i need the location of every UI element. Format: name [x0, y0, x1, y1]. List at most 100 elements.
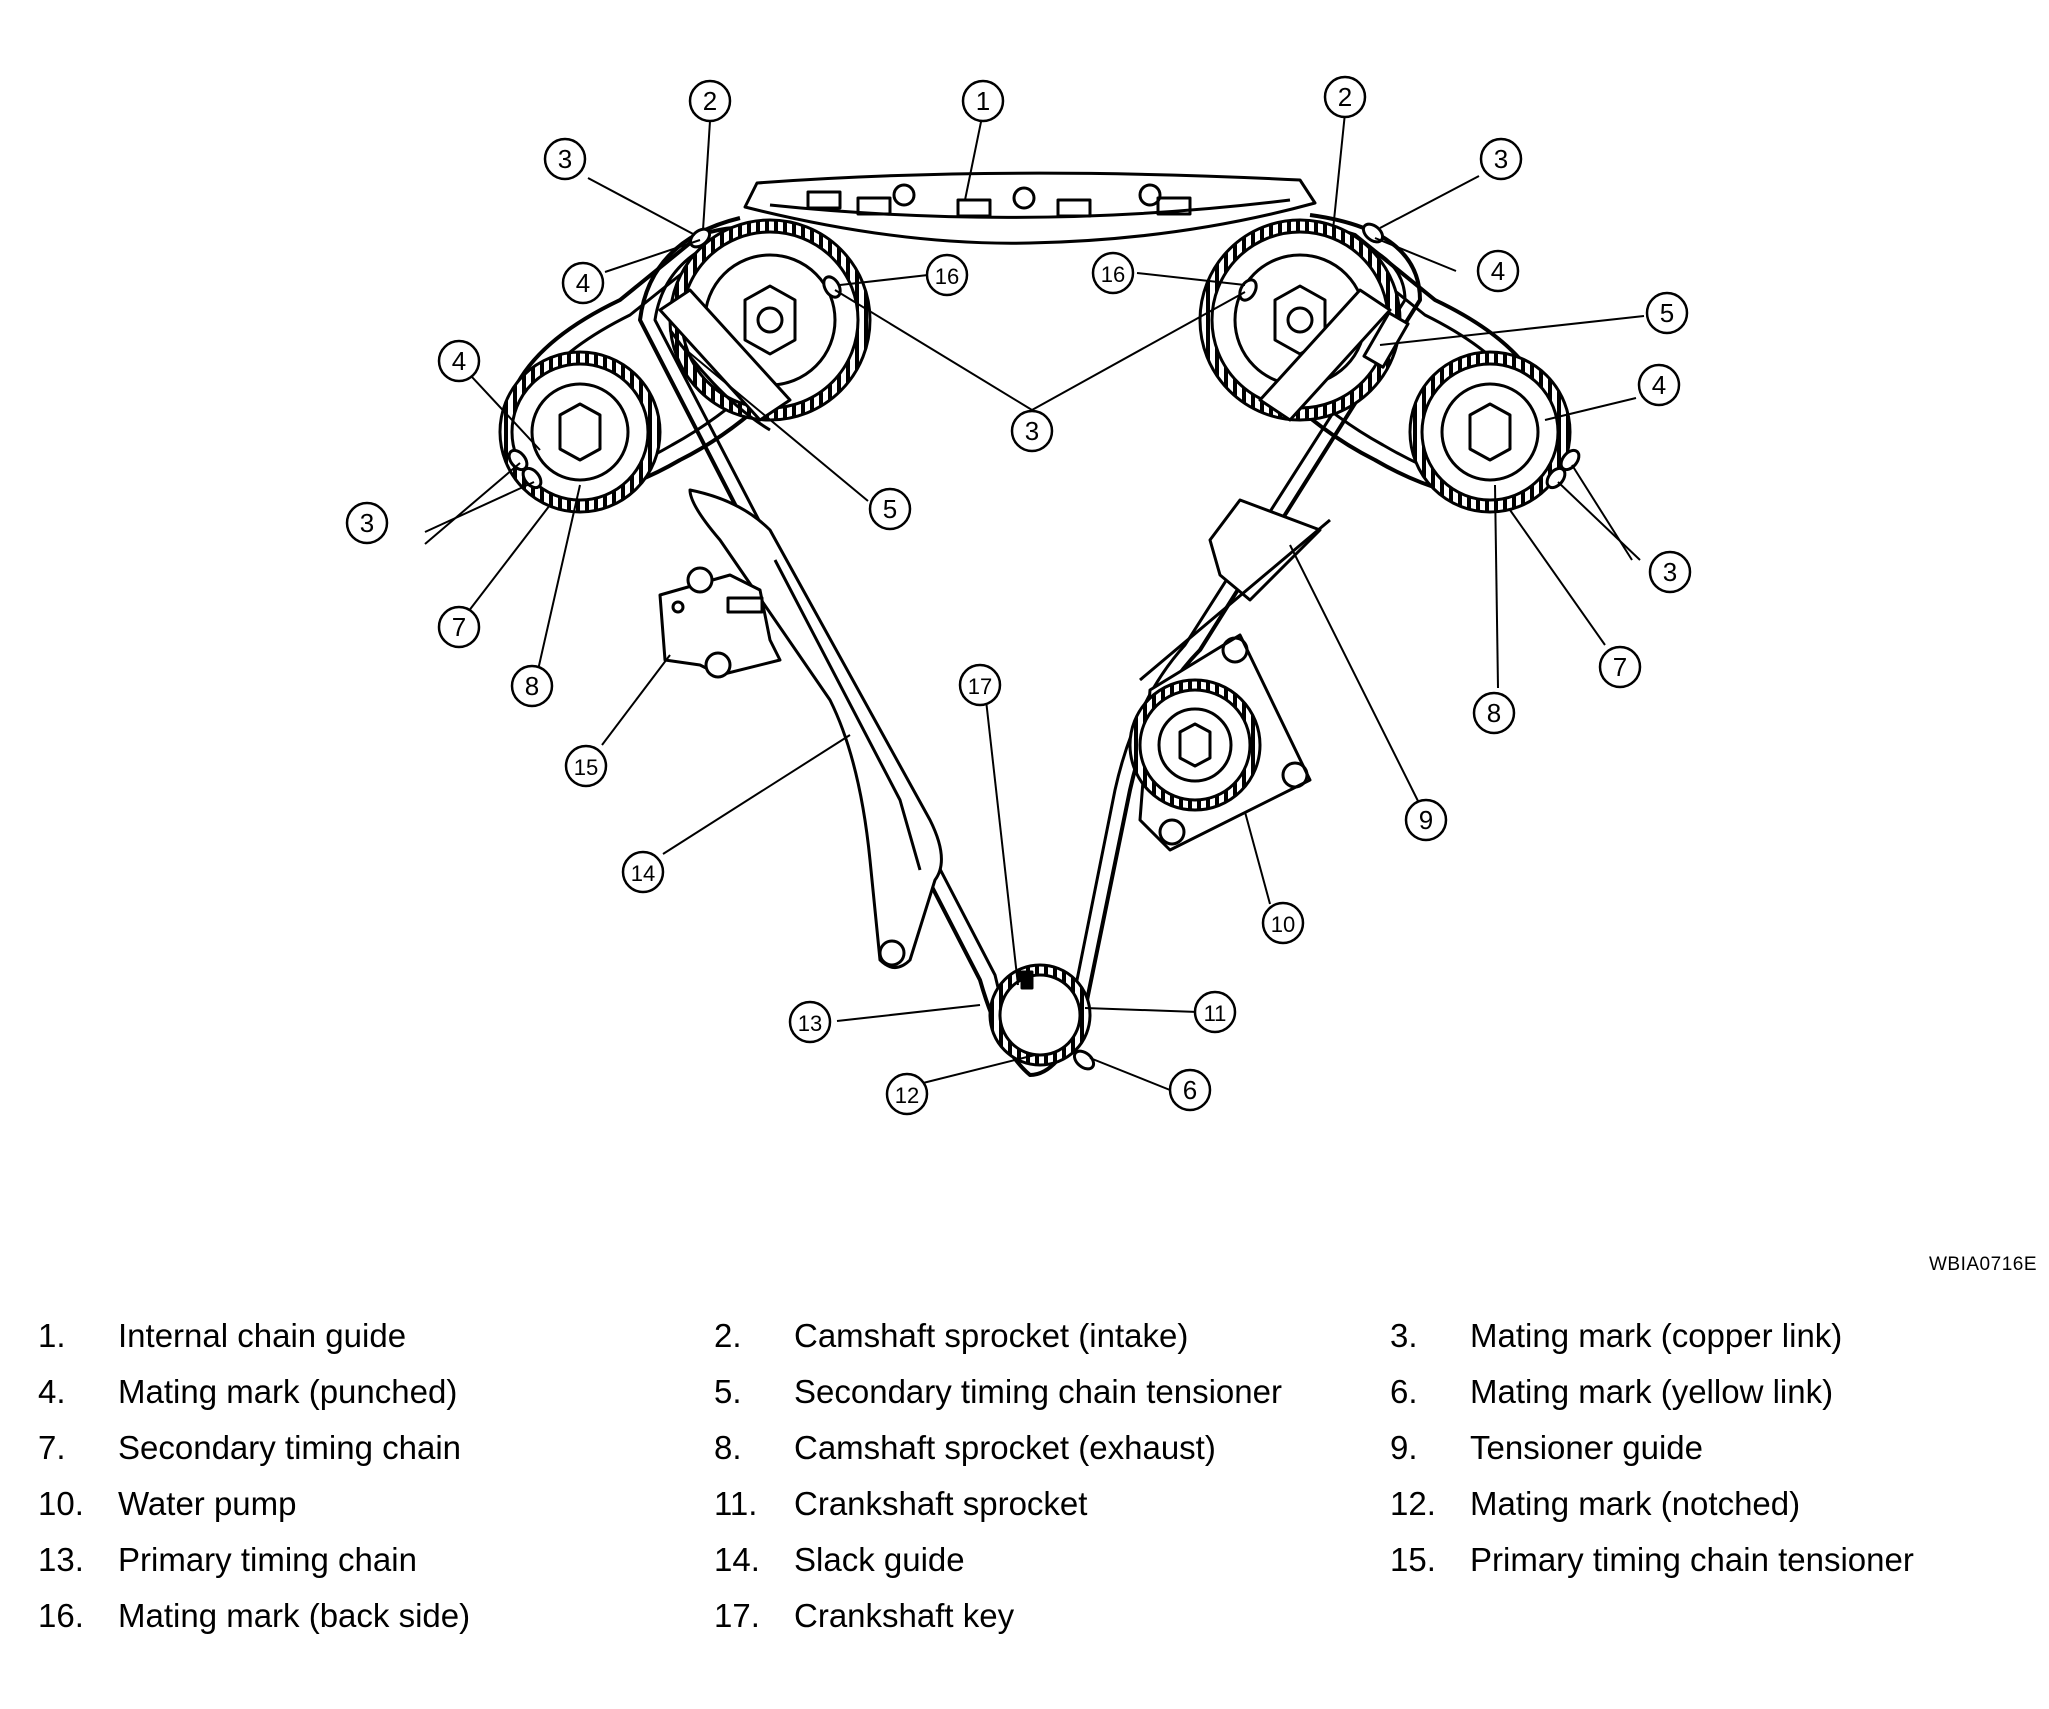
callout-number: 10: [1271, 912, 1295, 937]
callout-number: 5: [1660, 298, 1674, 328]
legend-text: Mating mark (back side): [118, 1597, 471, 1634]
callout-16: 16: [925, 253, 969, 297]
legend-text: Camshaft sprocket (exhaust): [794, 1429, 1216, 1466]
figure-code: WBIA0716E: [1929, 1254, 2037, 1275]
legend-number: 1.: [38, 1317, 66, 1354]
legend-number: 6.: [1390, 1373, 1418, 1410]
legend-text: Crankshaft key: [794, 1597, 1015, 1634]
callout-14: 14: [621, 850, 665, 894]
tensioner-guide: [1139, 498, 1331, 682]
callout-number: 14: [631, 861, 655, 886]
legend-text: Primary timing chain tensioner: [1470, 1541, 1914, 1578]
callout-number: 13: [798, 1011, 822, 1036]
legend-text: Water pump: [118, 1485, 297, 1522]
callout-number: 1: [976, 86, 990, 116]
legend-number: 15.: [1390, 1541, 1436, 1578]
callout-number: 3: [1494, 144, 1508, 174]
leader-lines: [424, 112, 1645, 1091]
callout-17: 17: [958, 663, 1002, 707]
callout-3: 3: [543, 137, 587, 181]
legend-text: Mating mark (punched): [118, 1373, 458, 1410]
callout-number: 11: [1204, 1001, 1227, 1026]
crankshaft-sprocket: [988, 963, 1092, 1067]
callout-number: 8: [525, 671, 539, 701]
callout-3: 3: [345, 501, 389, 545]
callout-5: 5: [868, 487, 912, 531]
callout-9: 9: [1404, 798, 1448, 842]
callout-12: 12: [885, 1072, 929, 1116]
legend-text: Camshaft sprocket (intake): [794, 1317, 1189, 1354]
callout-number: 4: [1652, 370, 1666, 400]
callout-number: 3: [1025, 416, 1039, 446]
callout-7: 7: [1598, 645, 1642, 689]
callout-number: 12: [895, 1083, 919, 1108]
callout-8: 8: [510, 664, 554, 708]
callout-5: 5: [1645, 291, 1689, 335]
callout-13: 13: [788, 1000, 832, 1044]
callout-4: 4: [1476, 249, 1520, 293]
legend-number: 4.: [38, 1373, 66, 1410]
callout-number: 2: [1338, 82, 1352, 112]
secondary-chain-tensioner-right: [1258, 288, 1410, 422]
callout-number: 4: [452, 346, 466, 376]
callout-7: 7: [437, 605, 481, 649]
camshaft-sprocket-exhaust-left: [498, 350, 662, 514]
callout-4: 4: [1637, 363, 1681, 407]
legend-number: 9.: [1390, 1429, 1418, 1466]
legend: 1. Internal chain guide 2. Camshaft sprocke…: [0, 1316, 2049, 1696]
legend-number: 2.: [714, 1317, 742, 1354]
callout-number: 7: [1613, 652, 1627, 682]
legend-number: 7.: [38, 1429, 66, 1466]
legend-number: 3.: [1390, 1317, 1418, 1354]
callout-number: 16: [935, 264, 959, 289]
callout-4: 4: [561, 261, 605, 305]
legend-text: Mating mark (notched): [1470, 1485, 1801, 1522]
legend-number: 8.: [714, 1429, 742, 1466]
callout-4: 4: [437, 339, 481, 383]
callout-number: 3: [360, 508, 374, 538]
callout-number: 4: [576, 268, 590, 298]
callout-11: 11: [1193, 990, 1237, 1034]
callout-8: 8: [1472, 691, 1516, 735]
legend-number: 12.: [1390, 1485, 1436, 1522]
legend-text: Tensioner guide: [1470, 1429, 1703, 1466]
legend-text: Secondary timing chain tensioner: [794, 1373, 1282, 1410]
internal-chain-guide: [743, 171, 1317, 245]
callout-number: 4: [1491, 256, 1505, 286]
primary-chain-tensioner: [658, 566, 782, 679]
water-pump: [1128, 633, 1312, 852]
callout-2: 2: [1323, 75, 1367, 119]
legend-number: 16.: [38, 1597, 84, 1634]
callout-number: 8: [1487, 698, 1501, 728]
callout-3: 3: [1648, 550, 1692, 594]
callout-number: 6: [1183, 1075, 1197, 1105]
callout-number: 9: [1419, 805, 1433, 835]
callout-number: 3: [1663, 557, 1677, 587]
callout-15: 15: [564, 744, 608, 788]
slack-guide: [688, 488, 943, 969]
legend-text: Mating mark (yellow link): [1470, 1373, 1834, 1410]
callout-3: 3: [1479, 137, 1523, 181]
legend-number: 11.: [714, 1485, 758, 1522]
mating-mark-links: [507, 222, 1581, 1071]
callout-16: 16: [1091, 251, 1135, 295]
legend-text: Slack guide: [794, 1541, 965, 1578]
legend-number: 17.: [714, 1597, 760, 1634]
legend-number: 10.: [38, 1485, 84, 1522]
legend-number: 5.: [714, 1373, 742, 1410]
callout-number: 2: [703, 86, 717, 116]
legend-text: Internal chain guide: [118, 1317, 407, 1354]
callout-number: 3: [558, 144, 572, 174]
callout-number: 15: [574, 755, 598, 780]
callout-number: 7: [452, 612, 466, 642]
legend-text: Primary timing chain: [118, 1541, 417, 1578]
callout-1: 1: [961, 79, 1005, 123]
legend-number: 14.: [714, 1541, 760, 1578]
callout-3: 3: [1010, 409, 1054, 453]
callout-number: 5: [883, 494, 897, 524]
callout-number: 16: [1101, 262, 1125, 287]
callout-10: 10: [1261, 901, 1305, 945]
callout-2: 2: [688, 79, 732, 123]
